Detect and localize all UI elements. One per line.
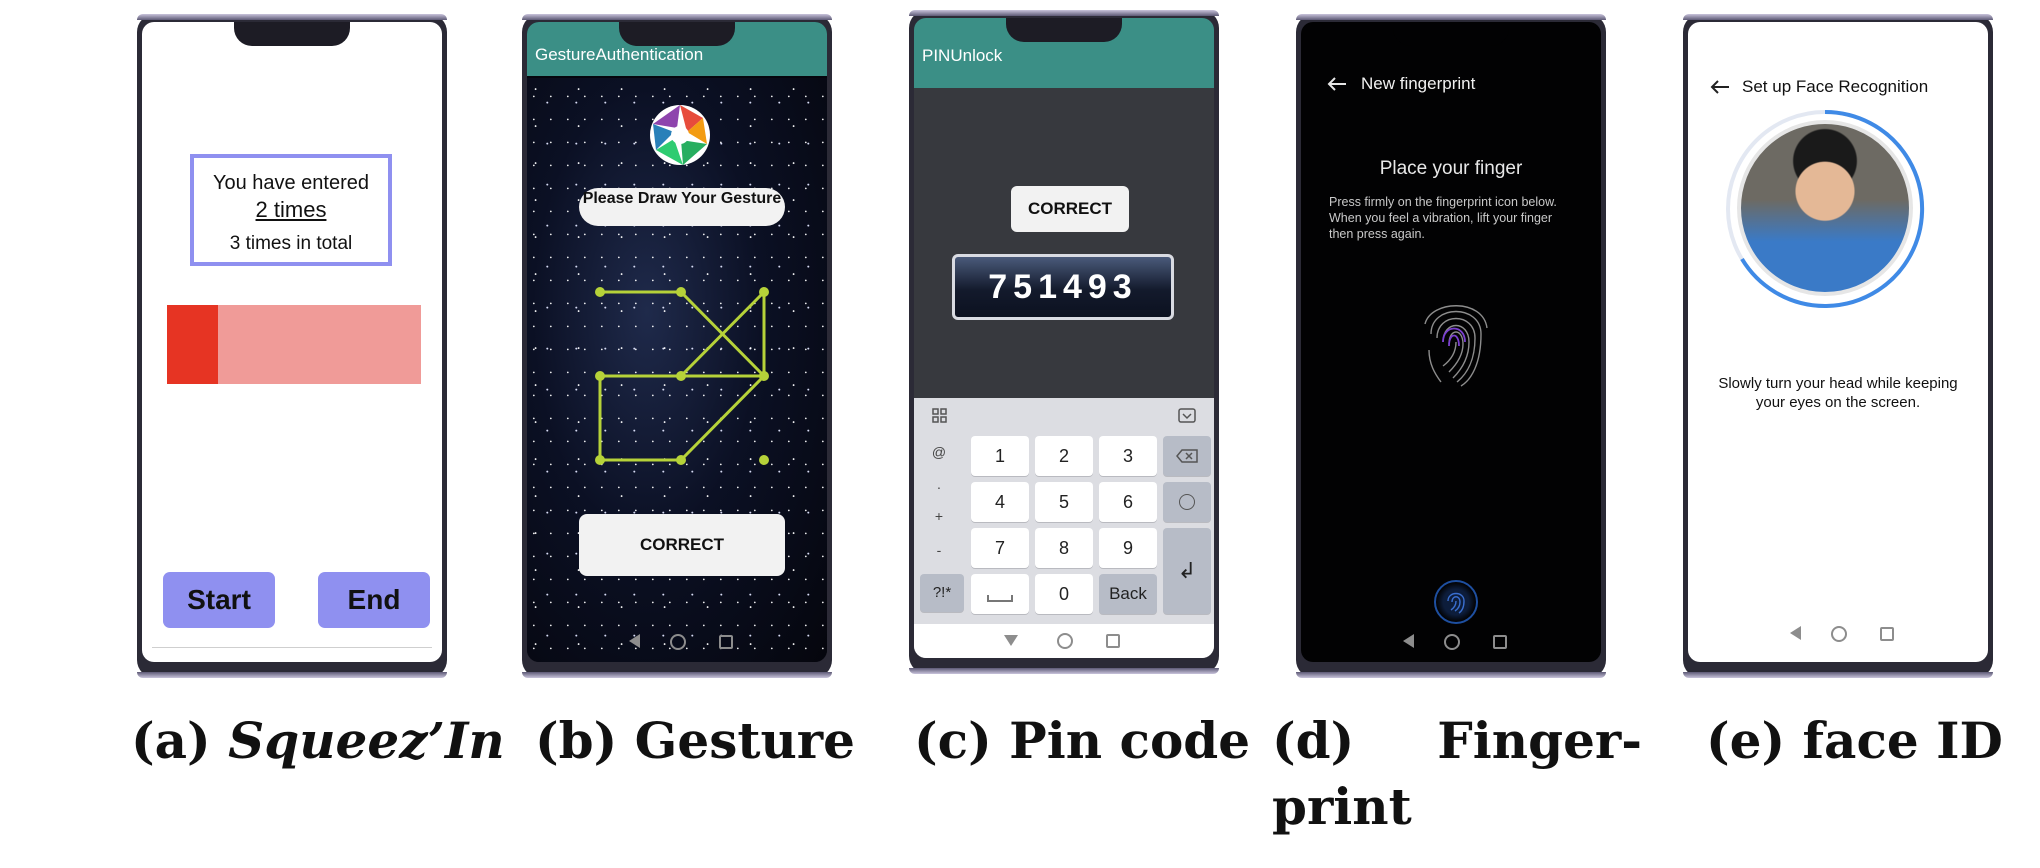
enter-icon: ↲ [1177, 558, 1197, 583]
phone-gesture: GestureAuthentication Please Draw Your G… [522, 14, 832, 678]
fingerprint-sensor-icon [1447, 592, 1465, 614]
entered-count-box: You have entered 2 times 3 times in tota… [190, 154, 392, 266]
grid-menu-icon[interactable] [932, 408, 948, 424]
caption-gesture: (b) Gesture [535, 711, 855, 770]
pin-display: 751493 [952, 254, 1174, 320]
side-key-at[interactable]: @ [931, 444, 947, 460]
aperture-logo-icon [650, 105, 710, 165]
nav-recent-icon[interactable] [719, 635, 733, 649]
space-bar-icon [987, 595, 1013, 602]
emoji-key[interactable] [1163, 482, 1211, 522]
key-6[interactable]: 6 [1099, 482, 1157, 522]
system-nav-bar [914, 624, 1214, 658]
screen-face-id: Set up Face Recognition Slowly turn your… [1688, 22, 1988, 662]
backspace-key[interactable] [1163, 436, 1211, 476]
back-arrow-icon[interactable] [1327, 76, 1347, 92]
squeeze-progress-bar [167, 305, 421, 384]
face-camera-preview [1737, 120, 1913, 296]
end-button[interactable]: End [318, 572, 430, 628]
phone-notch [234, 22, 350, 46]
collapse-keyboard-icon[interactable] [1178, 408, 1196, 424]
nav-back-icon[interactable] [1004, 635, 1018, 646]
key-7[interactable]: 7 [971, 528, 1029, 568]
key-8[interactable]: 8 [1035, 528, 1093, 568]
caption-pin-code: (c) Pin code [914, 711, 1251, 770]
nav-recent-icon[interactable] [1106, 634, 1120, 648]
nav-home-icon[interactable] [670, 634, 686, 650]
key-2[interactable]: 2 [1035, 436, 1093, 476]
gesture-prompt: Please Draw Your Gesture [579, 188, 785, 226]
app-bar: PINUnlock [914, 18, 1214, 88]
fingerprint-instructions: Press firmly on the fingerprint icon bel… [1329, 195, 1557, 241]
phone-notch [619, 22, 735, 46]
key-4[interactable]: 4 [971, 482, 1029, 522]
face-instructions: Slowly turn your head while keeping your… [1718, 375, 1958, 411]
fingerprint-header: New fingerprint [1361, 74, 1476, 93]
phone-notch [1006, 18, 1122, 42]
caption-squeezin-name: Squeez’In [228, 711, 505, 770]
caption-fingerprint: (d) Finger- print [1272, 708, 1642, 840]
nav-back-icon[interactable] [629, 634, 640, 648]
key-1[interactable]: 1 [971, 436, 1029, 476]
caption-fingerprint-label: (d) [1272, 711, 1355, 770]
system-nav-bar [1688, 614, 1988, 654]
phone-notch [1393, 22, 1509, 46]
phone-face-id: Set up Face Recognition Slowly turn your… [1683, 14, 1993, 678]
nav-recent-icon[interactable] [1880, 627, 1894, 641]
side-key-plus[interactable]: + [934, 508, 944, 524]
key-9[interactable]: 9 [1099, 528, 1157, 568]
correct-button[interactable]: CORRECT [579, 514, 785, 576]
gesture-prompt-text: Please Draw Your Gesture [582, 190, 782, 207]
system-nav-bar [527, 622, 827, 662]
space-key[interactable] [971, 574, 1029, 614]
back-arrow-icon[interactable] [1710, 79, 1730, 95]
caption-squeezin-prefix: (a) [131, 711, 229, 770]
phone-pin: PINUnlock CORRECT 751493 @ . + - ?!* 1 2… [909, 10, 1219, 674]
back-key[interactable]: Back [1099, 574, 1157, 614]
side-key-minus[interactable]: - [936, 542, 942, 558]
bottom-divider [152, 647, 432, 648]
fingerprint-title: Place your finger [1379, 158, 1523, 179]
entered-label: You have entered [212, 172, 370, 194]
backspace-icon [1176, 449, 1198, 463]
nav-back-icon[interactable] [1403, 634, 1414, 648]
key-3[interactable]: 3 [1099, 436, 1157, 476]
key-5[interactable]: 5 [1035, 482, 1093, 522]
enter-key[interactable]: ↲ [1163, 528, 1211, 614]
caption-squeezin: (a) Squeez’In [131, 708, 505, 774]
numeric-keyboard: @ . + - ?!* 1 2 3 4 5 6 7 8 9 0 Back [914, 398, 1214, 658]
gesture-pattern-grid[interactable] [584, 268, 784, 468]
face-scan-progress-ring [1726, 110, 1925, 308]
squeeze-progress-fill [167, 305, 218, 384]
side-key-dot[interactable]: . [937, 476, 941, 492]
nav-home-icon[interactable] [1057, 633, 1073, 649]
caption-fingerprint-line1: (d) Finger- [1272, 708, 1642, 774]
nav-home-icon[interactable] [1444, 634, 1460, 650]
fingerprint-sensor-button[interactable] [1434, 580, 1478, 624]
correct-button[interactable]: CORRECT [1011, 186, 1129, 232]
nav-back-icon[interactable] [1790, 626, 1801, 640]
caption-face-id: (e) face ID [1706, 711, 2003, 770]
screen-fingerprint: New fingerprint Place your finger Press … [1301, 22, 1601, 662]
total-count: 3 times in total [229, 233, 353, 254]
fingerprint-graphic-icon [1424, 305, 1488, 387]
app-title: PINUnlock [922, 46, 1003, 65]
phone-fingerprint: New fingerprint Place your finger Press … [1296, 14, 1606, 678]
face-setup-header: Set up Face Recognition [1742, 77, 1929, 96]
app-title: GestureAuthentication [535, 45, 704, 64]
screen-squeezin: You have entered 2 times 3 times in tota… [142, 22, 442, 662]
system-nav-bar [1301, 622, 1601, 662]
caption-fingerprint-line2: print [1272, 777, 1412, 836]
caption-fingerprint-word: Finger- [1437, 711, 1642, 770]
nav-recent-icon[interactable] [1493, 635, 1507, 649]
key-0[interactable]: 0 [1035, 574, 1093, 614]
screen-pin: PINUnlock CORRECT 751493 @ . + - ?!* 1 2… [914, 18, 1214, 658]
start-button[interactable]: Start [163, 572, 275, 628]
entered-count: 2 times [255, 197, 327, 222]
phone-squeezin: You have entered 2 times 3 times in tota… [137, 14, 447, 678]
screen-gesture: GestureAuthentication Please Draw Your G… [527, 22, 827, 662]
emoji-icon [1179, 494, 1195, 510]
symbols-key[interactable]: ?!* [920, 574, 964, 612]
nav-home-icon[interactable] [1831, 626, 1847, 642]
